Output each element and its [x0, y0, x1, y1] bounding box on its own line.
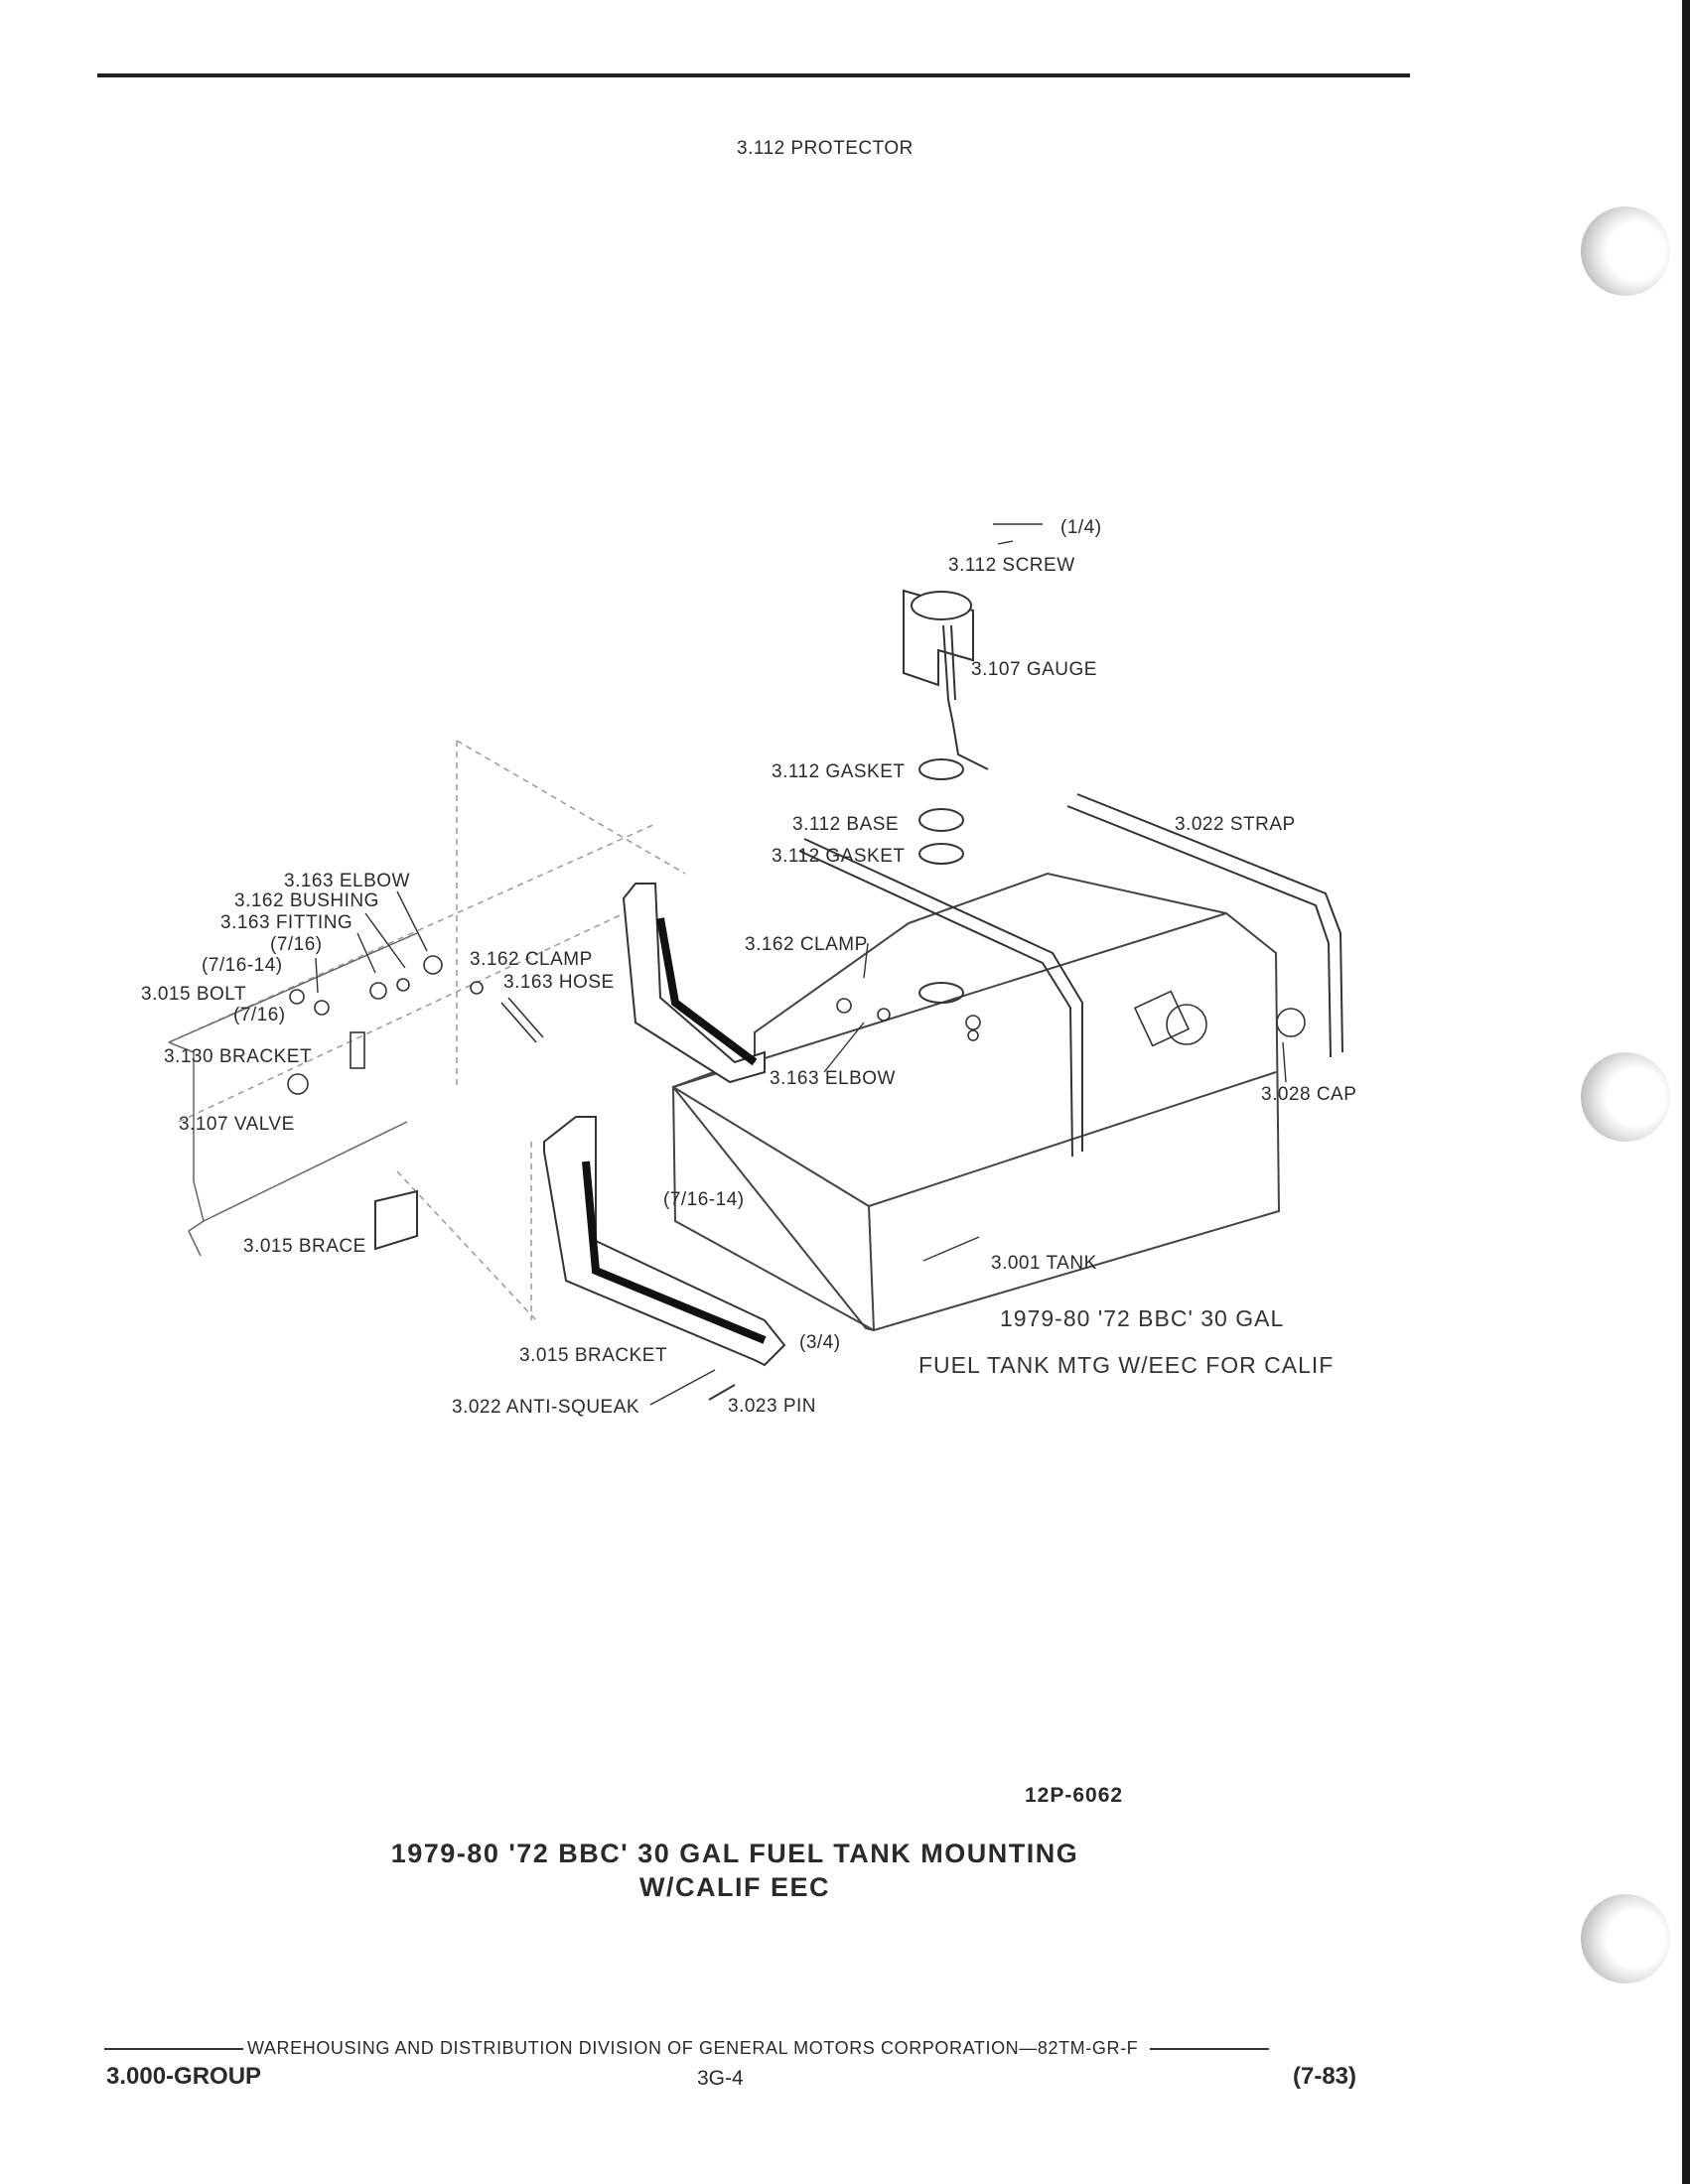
strap	[798, 793, 1343, 1158]
label-hose: 3.163 HOSE	[503, 972, 615, 993]
label-fitting: 3.163 FITTING	[220, 912, 352, 933]
label-valve: 3.107 VALVE	[179, 1114, 295, 1135]
frame-rail	[168, 740, 686, 1321]
page-edge	[1682, 0, 1690, 2184]
page-title: 1979-80 '72 BBC' 30 GAL FUEL TANK MOUNTI…	[298, 1837, 1172, 1904]
label-gasket-bottom: 3.112 GASKET	[772, 846, 906, 867]
label-strap: 3.022 STRAP	[1175, 814, 1296, 835]
label-clamp-left: 3.162 CLAMP	[470, 949, 593, 970]
binder-hole-top	[1581, 206, 1670, 296]
rear-bracket	[622, 883, 766, 1084]
label-elbow-bottom: 3.163 ELBOW	[770, 1068, 896, 1089]
label-clamp-right: 3.162 CLAMP	[745, 934, 868, 955]
label-gasket-top: 3.112 GASKET	[772, 761, 906, 782]
footer-division: WAREHOUSING AND DISTRIBUTION DIVISION OF…	[247, 2038, 1139, 2058]
label-quarter: (1/4)	[1060, 517, 1102, 538]
pin	[708, 1384, 736, 1401]
label-anti-squeak: 3.022 ANTI-SQUEAK	[452, 1397, 639, 1418]
caption-line1: 1979-80 '72 BBC' 30 GAL	[1000, 1305, 1284, 1331]
title-line2: W/CALIF EEC	[639, 1872, 830, 1902]
label-seven-sixteenths-14-a: (7/16-14)	[202, 955, 283, 976]
label-seven-sixteenths-a: (7/16)	[270, 934, 323, 955]
label-tank: 3.001 TANK	[991, 1253, 1097, 1274]
figure-number: 12P-6062	[1025, 1784, 1124, 1807]
label-base: 3.112 BASE	[792, 814, 899, 835]
label-bracket-015: 3.015 BRACKET	[519, 1345, 667, 1366]
label-three-quarter: (3/4)	[799, 1332, 841, 1353]
title-line1: 1979-80 '72 BBC' 30 GAL FUEL TANK MOUNTI…	[390, 1839, 1079, 1868]
label-protector: 3.112 PROTECTOR	[737, 138, 914, 159]
label-screw: 3.112 SCREW	[948, 555, 1075, 576]
part-labels: 3.112 PROTECTOR (1/4) 3.112 SCREW 3.107 …	[141, 138, 1356, 1418]
label-bushing: 3.162 BUSHING	[234, 890, 379, 911]
label-elbow-top: 3.163 ELBOW	[284, 871, 410, 891]
label-cap: 3.028 CAP	[1261, 1084, 1356, 1105]
gauge-sender	[903, 589, 989, 1004]
binder-hole-middle	[1581, 1052, 1670, 1142]
label-seven-sixteenths-b: (7/16)	[233, 1005, 286, 1025]
binder-hole-bottom	[1581, 1894, 1670, 1983]
brace	[374, 1189, 418, 1251]
top-rule	[97, 73, 1410, 77]
front-bracket	[543, 1116, 786, 1367]
caption-line2: FUEL TANK MTG W/EEC FOR CALIF	[918, 1352, 1334, 1378]
label-brace: 3.015 BRACE	[243, 1236, 366, 1257]
label-pin: 3.023 PIN	[728, 1396, 816, 1417]
leader-lines	[315, 523, 1287, 1406]
label-seven-sixteenths-14-b: (7/16-14)	[663, 1189, 745, 1210]
footer-page: 3G-4	[697, 2067, 744, 2090]
label-gauge: 3.107 GAUGE	[971, 659, 1097, 680]
footer-group: 3.000-GROUP	[106, 2063, 262, 2090]
frame-channel	[168, 932, 418, 1257]
label-bracket-130: 3.130 BRACKET	[164, 1046, 312, 1067]
label-bolt: 3.015 BOLT	[141, 984, 246, 1005]
footer-rule-left	[104, 2047, 243, 2050]
footer-division-line: WAREHOUSING AND DISTRIBUTION DIVISION OF…	[104, 2038, 1375, 2059]
footer-rule-right	[1150, 2047, 1270, 2050]
footer-date: (7-83)	[1293, 2063, 1357, 2090]
filler-neck-hardware	[287, 955, 1306, 1095]
